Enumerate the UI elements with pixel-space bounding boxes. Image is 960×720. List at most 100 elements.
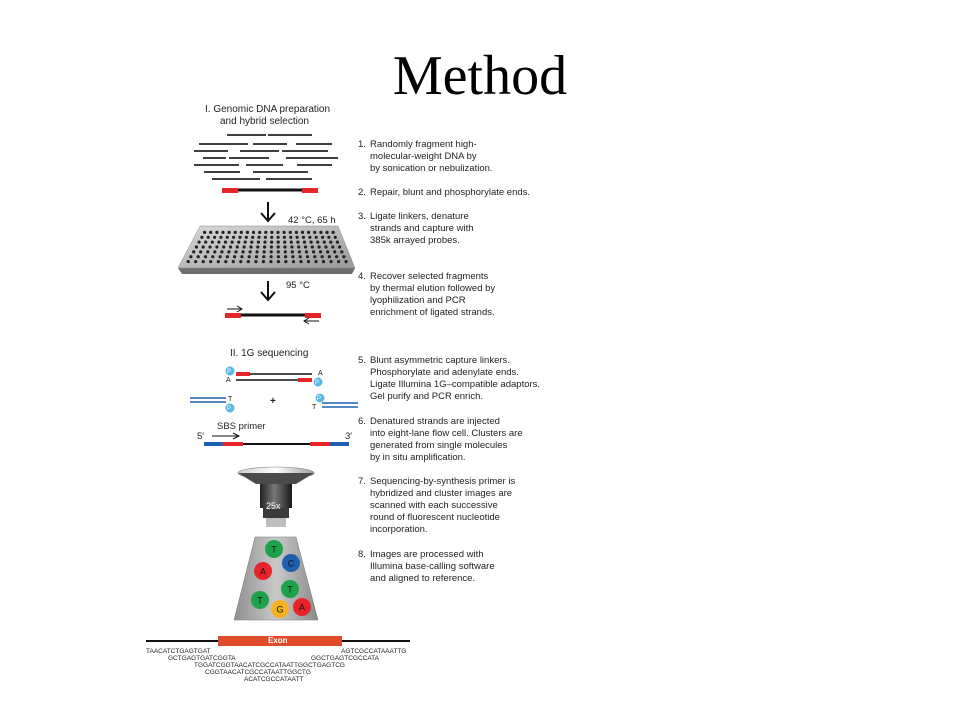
probe-spot <box>269 245 273 249</box>
step-text: molecular-weight DNA by <box>370 151 477 162</box>
probe-spot <box>305 255 310 259</box>
probe-spot <box>327 235 331 239</box>
elution-condition: 95 °C <box>286 280 310 291</box>
step-text: Phosphorylate and adenylate ends. <box>370 367 519 378</box>
step-number: 5. <box>358 355 366 366</box>
probe-spot <box>211 255 215 259</box>
capture-linkers <box>225 366 323 387</box>
down-arrow-icon <box>260 202 276 223</box>
read-sequence: CGGTAACATCGCCATAATTGGCTG <box>205 669 311 676</box>
probe-spot <box>313 255 317 259</box>
probe-spot <box>331 245 335 249</box>
probe-spot <box>335 240 339 244</box>
probe-spot <box>337 260 341 264</box>
probe-spot <box>203 255 208 259</box>
probe-spot <box>262 255 266 259</box>
probe-spot <box>186 260 190 264</box>
probe-spot <box>241 250 245 254</box>
step-text: by thermal elution followed by <box>370 283 496 294</box>
probe-spot <box>210 240 214 244</box>
probe-spot <box>314 260 318 264</box>
probe-spot <box>189 255 193 259</box>
hybridization-condition: 42 °C, 65 h <box>288 215 336 226</box>
step-text: lyophilization and PCR <box>370 295 466 306</box>
probe-spot <box>276 235 280 239</box>
probe-spot <box>276 260 280 264</box>
probe-spot <box>290 250 294 254</box>
probe-spot <box>270 230 274 234</box>
probe-spot <box>319 230 323 234</box>
probe-spot <box>313 230 317 234</box>
phosphate-label: P <box>315 380 320 386</box>
step-text: generated from single molecules <box>370 440 508 451</box>
probe-spot <box>309 240 313 244</box>
probe-spot <box>290 245 294 249</box>
probe-spot <box>209 230 213 234</box>
step-text: Sequencing-by-synthesis primer is <box>370 476 516 487</box>
section-title-genomic-prep: I. Genomic DNA preparation <box>205 104 331 115</box>
probe-spot <box>276 230 280 234</box>
probe-spot <box>203 230 207 234</box>
step-text: strands and capture with <box>370 223 474 234</box>
step-2: 2.Repair, blunt and phosphorylate ends. <box>358 187 530 199</box>
section-subtitle-hybrid-selection: and hybrid selection <box>220 116 309 127</box>
read-sequence: TAACATCTGAGTGAT <box>146 648 211 655</box>
probe-spot <box>220 250 224 254</box>
probe-spot <box>197 240 201 244</box>
probe-spot <box>317 245 321 249</box>
exon-label: Exon <box>268 636 288 645</box>
base-circle <box>254 562 272 580</box>
probe-spot <box>235 245 239 249</box>
step-first-line: 6.Denatured strands are injected <box>358 416 523 428</box>
probe-spot <box>333 235 337 239</box>
probe-spot <box>283 240 287 244</box>
probe-spot <box>204 240 208 244</box>
probe-spot <box>262 250 266 254</box>
step-text: Denatured strands are injected <box>370 416 500 427</box>
probe-spot <box>242 245 246 249</box>
probe-spot <box>296 240 300 244</box>
probe-spot <box>209 260 213 264</box>
step-number: 8. <box>358 549 366 560</box>
step-text: Recover selected fragments <box>370 271 489 282</box>
probe-spot <box>206 250 210 254</box>
probe-spot <box>256 245 260 249</box>
five-prime-label: 5′ <box>197 431 205 442</box>
probe-spot <box>248 250 252 254</box>
probe-spot <box>213 235 217 239</box>
probe-spot <box>233 230 237 234</box>
step-text: hybridized and cluster images are <box>370 488 513 499</box>
reference-genome <box>146 636 410 646</box>
probe-spot <box>297 245 301 249</box>
probe-spot <box>240 255 244 259</box>
step-text: incorporation. <box>370 524 428 535</box>
probe-spot <box>237 240 241 244</box>
probe-spot <box>215 230 219 234</box>
probe-spot <box>321 260 326 264</box>
probe-spot <box>270 240 274 244</box>
step-text: Ligate linkers, denature <box>370 211 469 222</box>
illumina-adaptors <box>190 393 358 413</box>
probe-spot <box>263 240 267 244</box>
step-text: Repair, blunt and phosphorylate ends. <box>370 187 531 198</box>
probe-spot <box>319 250 323 254</box>
base-letter: T <box>257 596 263 606</box>
probe-spot <box>344 260 348 264</box>
step-text: Blunt asymmetric capture linkers. <box>370 355 510 366</box>
step-text: into eight-lane flow cell. Clusters are <box>370 428 523 439</box>
probe-spot <box>284 260 288 264</box>
probe-spot <box>320 255 324 259</box>
probe-spot <box>255 250 259 254</box>
adenine-overhang-label: A <box>226 377 231 384</box>
probe-spot <box>219 235 223 239</box>
thymine-overhang-label: T <box>312 404 317 411</box>
probe-spot <box>221 230 225 234</box>
probe-spot <box>250 240 254 244</box>
magnification-label: 25x <box>266 501 281 511</box>
probe-spot <box>263 235 267 239</box>
base-circle <box>265 540 283 558</box>
step-first-line: 7.Sequencing-by-synthesis primer is <box>358 476 515 488</box>
